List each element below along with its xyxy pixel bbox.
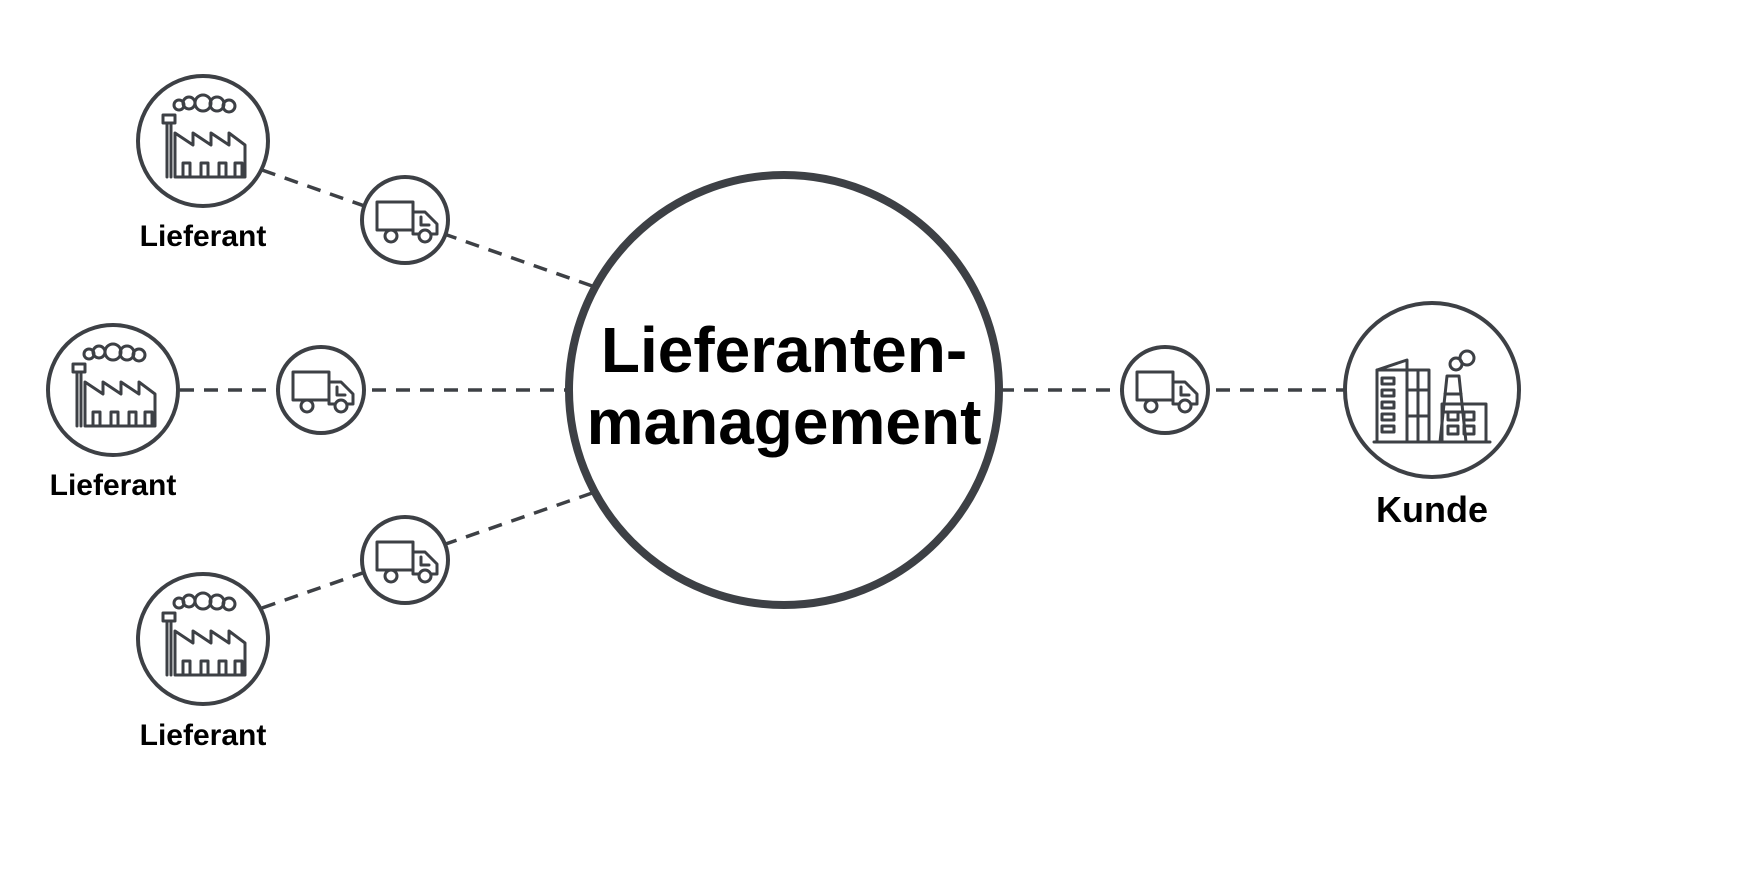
transport-node-customer: [1120, 345, 1210, 435]
supplier-label: Lieferant: [50, 469, 177, 502]
supplier-label: Lieferant: [140, 220, 267, 253]
central-node: Lieferanten- management: [565, 171, 1003, 609]
central-title-line-2: management: [587, 386, 982, 458]
transport-node-3: [360, 515, 450, 605]
supplier-node-2: Lieferant: [46, 323, 180, 502]
supplier-label: Lieferant: [140, 719, 267, 752]
customer-node: Kunde: [1343, 301, 1521, 530]
transport-node-2: [276, 345, 366, 435]
supplier-node-1: Lieferant: [136, 74, 270, 253]
transport-node-1: [360, 175, 450, 265]
customer-label: Kunde: [1376, 489, 1488, 530]
central-title-line-1: Lieferanten-: [601, 314, 967, 386]
supplier-node-3: Lieferant: [136, 572, 270, 752]
